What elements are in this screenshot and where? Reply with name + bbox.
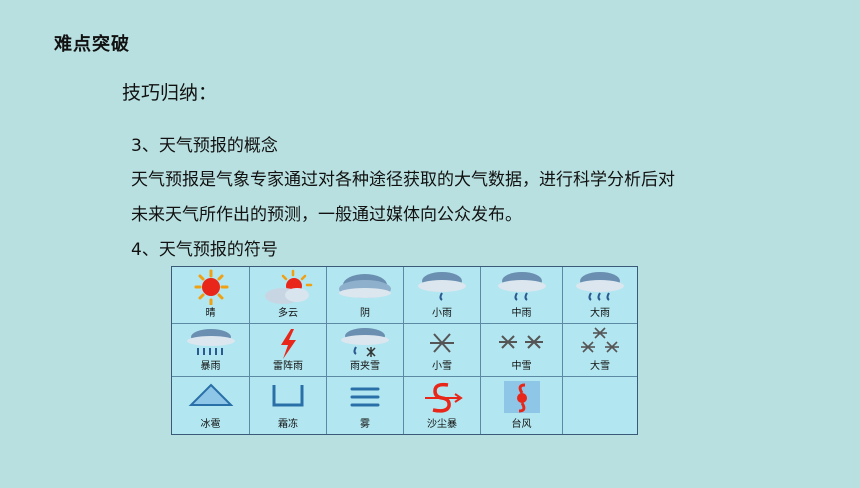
frost-icon — [272, 385, 304, 407]
symbol-cell-typhoon: 台风 — [481, 377, 563, 434]
symbol-label: 小雨 — [432, 308, 452, 319]
rainstorm-icon — [186, 329, 235, 355]
symbol-cell-sandstorm: 沙尘暴 — [404, 377, 481, 434]
symbol-label: 雨夹雪 — [350, 361, 380, 372]
cloudy-icon — [265, 269, 313, 304]
hail-icon — [188, 383, 233, 406]
moderate-snow-icon — [498, 335, 543, 349]
sleet-icon — [341, 328, 389, 357]
typhoon-icon — [503, 381, 540, 413]
symbol-cell-empty — [563, 377, 637, 434]
symbol-cell-cloudy: 多云 — [250, 267, 327, 324]
symbol-cell-moderate-rain: 中雨 — [481, 267, 563, 324]
symbol-label: 大雪 — [590, 361, 610, 372]
symbol-label: 雾 — [360, 419, 370, 430]
symbol-label: 霜冻 — [278, 419, 298, 430]
overcast-icon — [339, 274, 391, 298]
light-snow-icon — [430, 333, 454, 353]
definition-line-2: 未来天气所作出的预测，一般通过媒体向公众发布。 — [131, 205, 522, 225]
sandstorm-icon — [425, 382, 463, 413]
thunder-shower-icon — [281, 329, 296, 359]
point-4-title: 4、天气预报的符号 — [131, 240, 278, 260]
symbol-cell-hail: 冰雹 — [172, 377, 250, 434]
symbol-label: 小雪 — [432, 361, 452, 372]
fog-icon — [350, 387, 380, 407]
symbol-cell-sleet: 雨夹雪 — [327, 324, 404, 377]
symbol-cell-heavy-snow: 大雪 — [563, 324, 637, 377]
symbol-cell-light-snow: 小雪 — [404, 324, 481, 377]
sunny-icon — [194, 269, 228, 305]
symbol-cell-overcast: 阴 — [327, 267, 404, 324]
heavy-rain-icon — [576, 272, 624, 301]
subheading: 技巧归纳： — [122, 82, 218, 104]
symbol-cell-frost: 霜冻 — [250, 377, 327, 434]
symbol-cell-fog: 雾 — [327, 377, 404, 434]
symbol-label: 中雨 — [511, 308, 532, 319]
symbol-cell-moderate-snow: 中雪 — [481, 324, 563, 377]
symbol-cell-sunny: 晴 — [172, 267, 250, 324]
heavy-snow-icon — [581, 327, 619, 353]
symbol-label: 多云 — [278, 308, 298, 319]
symbol-label: 晴 — [205, 308, 216, 319]
symbol-label: 大雨 — [590, 308, 610, 319]
symbol-label: 沙尘暴 — [427, 419, 457, 430]
symbol-label: 阴 — [360, 308, 370, 319]
weather-symbols-table: 晴 多云 阴 小雨 — [171, 266, 638, 435]
symbol-label: 冰雹 — [200, 419, 221, 430]
moderate-rain-icon — [497, 272, 546, 301]
symbol-label: 台风 — [511, 419, 532, 430]
definition-line-1: 天气预报是气象专家通过对各种途径获取的大气数据，进行科学分析后对 — [131, 170, 675, 190]
symbol-cell-rainstorm: 暴雨 — [172, 324, 250, 377]
symbol-label: 雷阵雨 — [273, 361, 303, 372]
light-rain-icon — [418, 272, 466, 301]
symbol-cell-heavy-rain: 大雨 — [563, 267, 637, 324]
symbol-label: 中雪 — [511, 361, 532, 372]
symbol-cell-light-rain: 小雨 — [404, 267, 481, 324]
section-heading: 难点突破 — [54, 34, 130, 55]
symbol-cell-thunder-shower: 雷阵雨 — [250, 324, 327, 377]
symbol-label: 暴雨 — [200, 361, 221, 372]
point-3-title: 3、天气预报的概念 — [131, 136, 278, 156]
